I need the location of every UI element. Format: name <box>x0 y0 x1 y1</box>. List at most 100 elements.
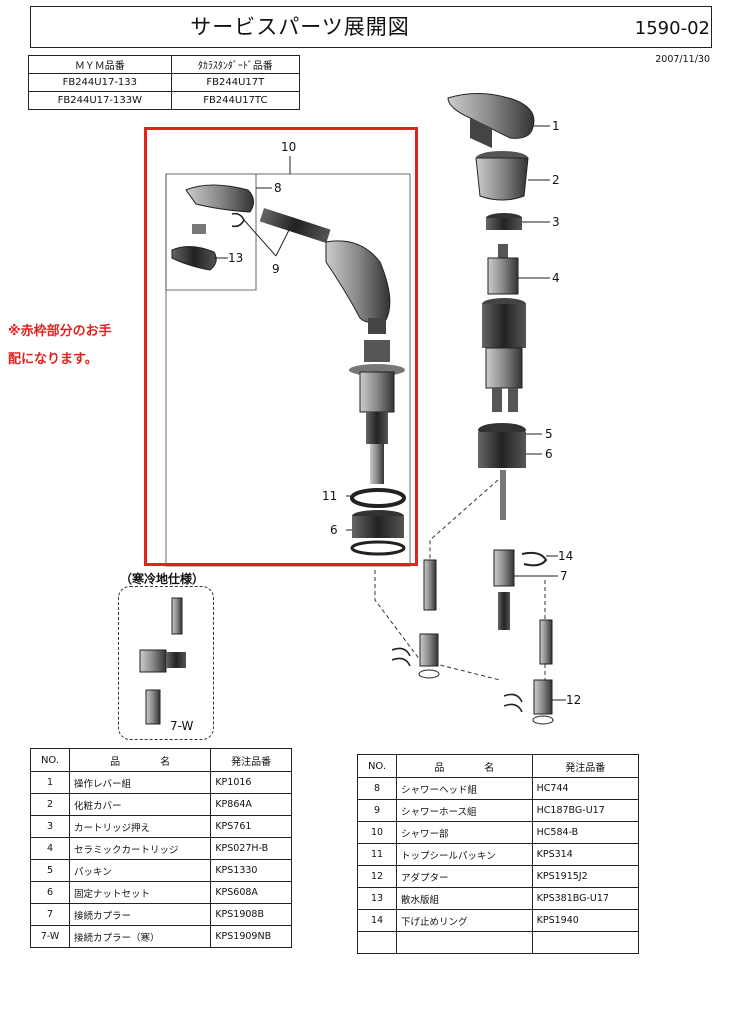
part-no: 14 <box>357 909 397 932</box>
page-title: サービスパーツ展開図 <box>190 15 410 39</box>
document-date: 2007/11/30 <box>655 54 710 65</box>
part-name: 接続カプラー（寒） <box>68 925 212 948</box>
note-line-1: ※赤枠部分のお手 <box>8 324 112 339</box>
callout-7: 7 <box>560 569 568 583</box>
model-table-header: ＭＹＭ品番 ﾀｶﾗｽﾀﾝﾀﾞｰﾄﾞ品番 <box>28 55 301 74</box>
part-no: 13 <box>357 887 397 910</box>
callout-11: 11 <box>322 489 338 503</box>
part-name: シャワーホース組 <box>396 799 533 822</box>
leader-lines <box>214 125 566 701</box>
callout-6-shower: 6 <box>330 523 338 537</box>
callout-7-w: 7-W <box>170 719 194 733</box>
part-no: 8 <box>357 777 397 800</box>
col-code: 発注品番 <box>210 748 292 772</box>
part-name: カートリッジ押え <box>68 815 212 838</box>
part-name: アダプター <box>396 865 533 888</box>
document-number: 1590-02 <box>634 18 710 39</box>
part-name: 散水版組 <box>396 887 533 910</box>
part-code: KPS381BG-U17 <box>531 887 640 910</box>
part-name: 下げ止めリング <box>396 909 533 932</box>
part-code: KPS1908B <box>210 903 292 926</box>
part-packing-nut-right <box>478 423 526 520</box>
part-cartridge-holder <box>486 213 522 230</box>
callout-6: 6 <box>545 447 553 461</box>
part-decorative-cover <box>475 151 529 201</box>
part-code: HC744 <box>531 777 640 800</box>
callout-9: 9 <box>272 262 280 276</box>
part-no: 10 <box>357 821 397 844</box>
table-row: FB244U17-133W FB244U17TC <box>28 91 301 110</box>
part-code: HC187BG-U17 <box>531 799 640 822</box>
part-no: 4 <box>30 837 70 860</box>
part-name: シャワー部 <box>396 821 533 844</box>
part-code: KP864A <box>210 793 292 816</box>
part-name: 接続カプラー <box>68 903 212 926</box>
part-code: KP1016 <box>210 771 292 794</box>
part-code: KPS027H-B <box>210 837 292 860</box>
faucet-body <box>482 298 526 412</box>
part-name: シャワーヘッド組 <box>396 777 533 800</box>
part-lever-handle <box>447 92 535 148</box>
callout-8: 8 <box>274 181 282 195</box>
part-no: 6 <box>30 881 70 904</box>
callout-3: 3 <box>552 215 560 229</box>
callout-13: 13 <box>228 251 244 265</box>
title-frame <box>30 6 712 48</box>
callout-5: 5 <box>545 427 553 441</box>
part-code: KPS1330 <box>210 859 292 882</box>
part-coupler <box>493 549 548 630</box>
col-name: 品 名 <box>68 748 212 772</box>
part-no: 2 <box>30 793 70 816</box>
callout-4: 4 <box>552 271 560 285</box>
callout-10: 10 <box>281 140 297 154</box>
cold-region-frame <box>118 586 214 740</box>
part-code: KPS1940 <box>531 909 640 932</box>
col-no: NO. <box>357 754 397 778</box>
part-code: KPS761 <box>210 815 292 838</box>
part-name: セラミックカートリッジ <box>68 837 212 860</box>
part-name: パッキン <box>68 859 212 882</box>
col-code: 発注品番 <box>531 754 640 778</box>
model-number-table: ＭＹＭ品番 ﾀｶﾗｽﾀﾝﾀﾞｰﾄﾞ品番 FB244U17-133 FB244U1… <box>28 55 301 110</box>
red-frame-highlight <box>144 127 418 566</box>
part-code: KPS1915J2 <box>531 865 640 888</box>
part-name: 化粧カバー <box>68 793 212 816</box>
part-ceramic-cartridge <box>487 244 519 295</box>
table-row-empty <box>357 931 640 954</box>
part-name: 固定ナットセット <box>68 881 212 904</box>
parts-table-header: NO. 品 名 発注品番 <box>357 754 640 778</box>
callout-1: 1 <box>552 119 560 133</box>
parts-table-header: NO. 品 名 発注品番 <box>30 748 292 772</box>
part-no: 3 <box>30 815 70 838</box>
part-no: 9 <box>357 799 397 822</box>
part-code: KPS608A <box>210 881 292 904</box>
callout-14: 14 <box>558 549 574 563</box>
cold-region-label: （寒冷地仕様） <box>120 572 205 586</box>
part-name: 操作レバー組 <box>68 771 212 794</box>
part-no: 5 <box>30 859 70 882</box>
red-frame-note: ※赤枠部分のお手 配になります。 <box>8 318 138 374</box>
cold-region-parts <box>139 597 186 725</box>
part-no: 1 <box>30 771 70 794</box>
shower-assembly <box>165 173 411 567</box>
part-code: KPS314 <box>531 843 640 866</box>
callout-12: 12 <box>566 693 582 707</box>
